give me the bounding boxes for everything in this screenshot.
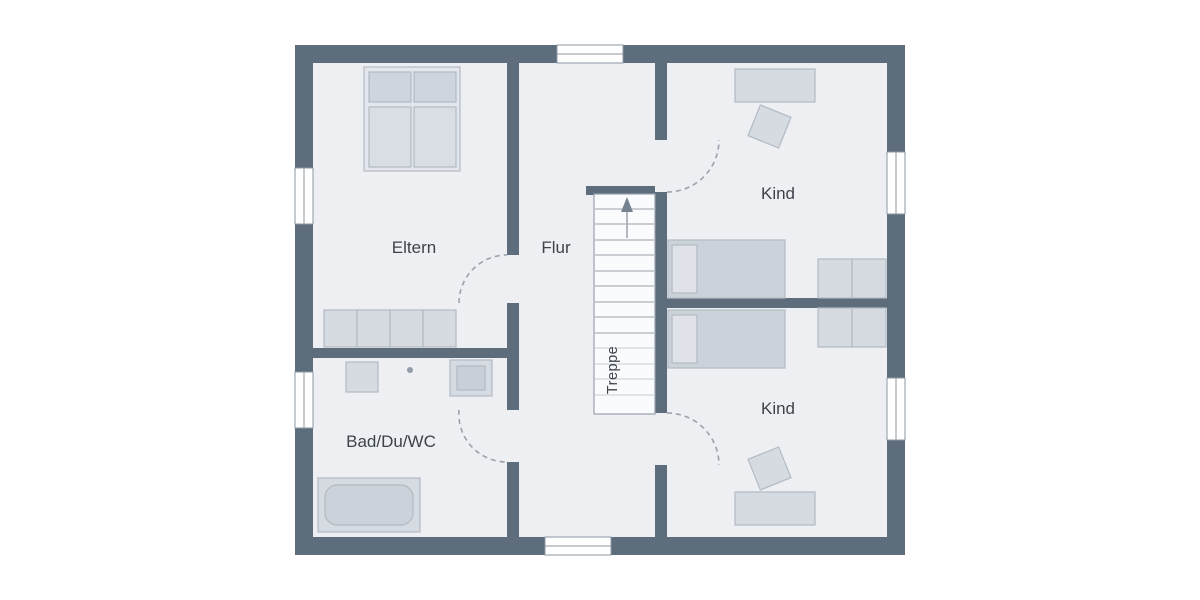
desk bbox=[734, 68, 816, 103]
interior-wall bbox=[655, 63, 667, 140]
furniture bbox=[317, 66, 887, 533]
wardrobe-unit bbox=[422, 309, 457, 348]
bed-pillow bbox=[413, 71, 457, 103]
windows bbox=[294, 44, 906, 556]
bed-pillow bbox=[368, 71, 412, 103]
wardrobe-unit bbox=[817, 258, 853, 299]
interior-wall bbox=[655, 308, 667, 413]
wardrobe-unit bbox=[323, 309, 358, 348]
stair-enclosure bbox=[593, 193, 656, 415]
furniture-bad bbox=[317, 359, 493, 533]
wardrobe-unit bbox=[851, 258, 887, 299]
bed-pillow bbox=[671, 314, 698, 364]
wardrobe-unit bbox=[389, 309, 424, 348]
room-labels: Eltern Flur Kind Kind Bad/Du/WC bbox=[346, 184, 795, 451]
bed-duvet bbox=[368, 106, 412, 168]
staircase: Treppe bbox=[593, 193, 656, 415]
bed-pillow bbox=[671, 244, 698, 294]
interior-wall bbox=[507, 462, 519, 537]
door-swings bbox=[458, 139, 720, 466]
wardrobe-unit bbox=[817, 307, 853, 348]
window-icon bbox=[886, 151, 906, 215]
window-icon bbox=[556, 44, 624, 64]
furniture-kind-bottom bbox=[667, 307, 887, 526]
window-icon bbox=[886, 377, 906, 441]
bed-duvet bbox=[413, 106, 457, 168]
room-label-bad: Bad/Du/WC bbox=[346, 432, 436, 451]
interior-wall bbox=[313, 348, 519, 358]
washbasin-faucet bbox=[407, 367, 413, 373]
furniture-eltern bbox=[323, 66, 461, 348]
interior-wall bbox=[655, 465, 667, 537]
interior-wall bbox=[586, 186, 655, 195]
furniture-kind-top bbox=[667, 68, 887, 299]
stairs-up-arrow-icon bbox=[621, 197, 633, 212]
bathtub-basin bbox=[324, 484, 414, 526]
room-label-flur: Flur bbox=[541, 238, 571, 257]
window-icon bbox=[294, 371, 314, 429]
room-label-kind-top: Kind bbox=[761, 184, 795, 203]
interior-wall bbox=[507, 303, 519, 348]
door-arc-bad bbox=[458, 409, 508, 463]
wardrobe-unit bbox=[356, 309, 391, 348]
desk bbox=[734, 491, 816, 526]
wardrobe-unit bbox=[851, 307, 887, 348]
room-label-kind-bottom: Kind bbox=[761, 399, 795, 418]
interior-wall bbox=[655, 192, 667, 298]
interior-wall bbox=[507, 63, 519, 255]
window-icon bbox=[294, 167, 314, 225]
chair bbox=[747, 446, 792, 491]
door-arc-kind-bottom bbox=[666, 412, 720, 466]
washing-machine bbox=[345, 361, 379, 393]
interior-wall bbox=[655, 298, 887, 308]
interior-wall bbox=[507, 358, 519, 410]
door-arc-kind-top bbox=[666, 139, 720, 193]
window-icon bbox=[544, 536, 612, 556]
interior-walls bbox=[313, 63, 887, 537]
room-label-treppe: Treppe bbox=[605, 346, 621, 394]
chair bbox=[747, 104, 792, 149]
shower-tray bbox=[456, 365, 486, 391]
door-arc-eltern bbox=[458, 254, 508, 304]
room-label-eltern: Eltern bbox=[392, 238, 436, 257]
